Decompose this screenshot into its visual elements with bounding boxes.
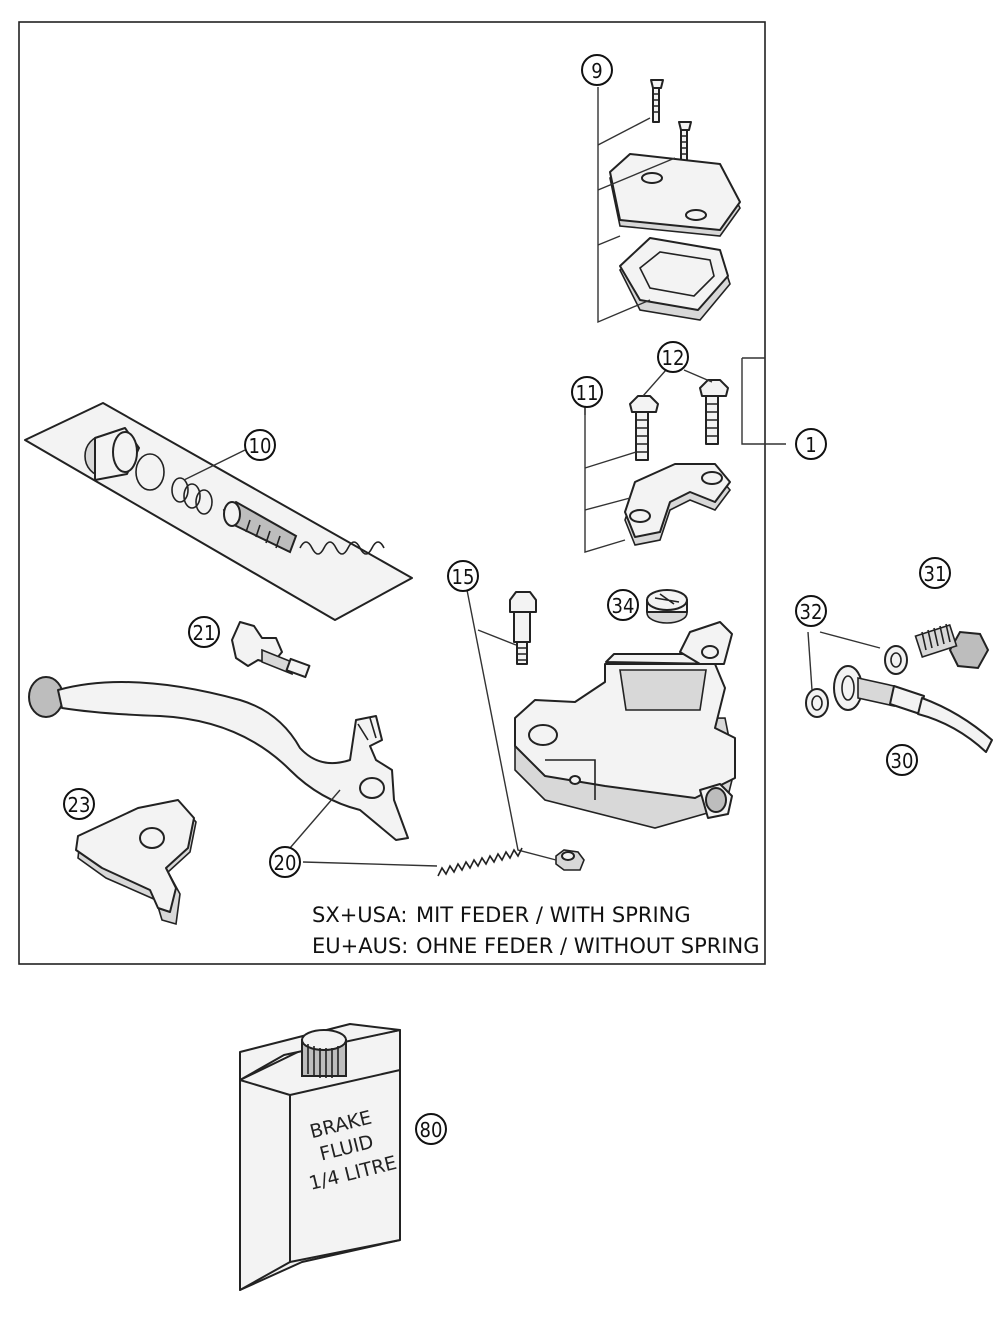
brake-hose-banjo bbox=[833, 665, 993, 753]
lever-boot bbox=[75, 799, 197, 926]
clamp-bolt bbox=[629, 395, 659, 461]
washer-leader bbox=[819, 631, 881, 649]
master-piston bbox=[222, 500, 298, 554]
callout-12: 12 bbox=[657, 341, 689, 373]
master-cylinder-body bbox=[514, 621, 736, 829]
reservoir-cover-group bbox=[597, 79, 741, 324]
callout-32: 32 bbox=[795, 595, 827, 627]
brake-lever bbox=[28, 676, 409, 841]
callout-label: 32 bbox=[800, 600, 823, 624]
assembly-frame bbox=[18, 21, 766, 965]
note-line2-prefix: EU+AUS: bbox=[312, 934, 408, 958]
callout-1: 1 bbox=[795, 428, 827, 460]
callout-label: 31 bbox=[924, 562, 947, 586]
reservoir-cover-plate bbox=[609, 153, 741, 237]
reservoir-plug bbox=[646, 589, 688, 624]
callout-9: 9 bbox=[581, 54, 613, 86]
can-cap bbox=[301, 1029, 347, 1078]
piston-kit-group bbox=[24, 402, 413, 621]
sealing-washer bbox=[805, 688, 829, 718]
clamp-bolt bbox=[699, 379, 729, 445]
cover-screw bbox=[650, 79, 664, 123]
brake-fluid-can: BRAKE FLUID 1/4 LITRE bbox=[239, 1023, 401, 1291]
callout-label: 34 bbox=[612, 594, 635, 618]
callout-15: 15 bbox=[447, 560, 479, 592]
callout-label: 1 bbox=[805, 433, 816, 457]
pivot-nut bbox=[555, 849, 585, 871]
callout-label: 30 bbox=[891, 749, 914, 773]
callout-30: 30 bbox=[886, 744, 918, 776]
note-line1-text: MIT FEDER / WITH SPRING bbox=[416, 903, 691, 927]
callout-label: 12 bbox=[662, 346, 685, 370]
callout-20: 20 bbox=[269, 846, 301, 878]
callout-label: 23 bbox=[68, 793, 91, 817]
callout-label: 10 bbox=[249, 434, 272, 458]
callout-label: 21 bbox=[193, 621, 216, 645]
pivot-bolt bbox=[509, 591, 537, 665]
callout-21: 21 bbox=[188, 616, 220, 648]
callout-label: 11 bbox=[576, 381, 599, 405]
piston-cup bbox=[84, 427, 140, 481]
callout-11: 11 bbox=[571, 376, 603, 408]
handlebar-clamp bbox=[624, 463, 732, 546]
callout-label: 15 bbox=[452, 565, 475, 589]
adjuster-screw bbox=[231, 621, 311, 679]
note-line2-text: OHNE FEDER / WITHOUT SPRING bbox=[416, 934, 760, 958]
piston-seal-rings bbox=[171, 477, 213, 515]
retaining-circlip bbox=[135, 453, 165, 491]
callout-80: 80 bbox=[415, 1113, 447, 1145]
lever-spring bbox=[437, 847, 523, 877]
assembly-leader bbox=[741, 358, 786, 445]
spring-note: SX+USA: MIT FEDER / WITH SPRING EU+AUS: … bbox=[312, 903, 760, 958]
callout-34: 34 bbox=[607, 589, 639, 621]
sealing-washer bbox=[884, 645, 908, 675]
callout-31: 31 bbox=[919, 557, 951, 589]
reservoir-diaphragm bbox=[619, 237, 731, 321]
callout-label: 9 bbox=[591, 59, 602, 83]
callout-23: 23 bbox=[63, 788, 95, 820]
callout-10: 10 bbox=[244, 429, 276, 461]
return-spring bbox=[299, 541, 385, 555]
handlebar-clamp-group bbox=[584, 369, 732, 553]
spring-leader bbox=[302, 861, 438, 867]
banjo-bolt bbox=[914, 623, 990, 670]
callout-label: 80 bbox=[420, 1118, 443, 1142]
note-line1-prefix: SX+USA: bbox=[312, 903, 407, 927]
callout-label: 20 bbox=[274, 851, 297, 875]
